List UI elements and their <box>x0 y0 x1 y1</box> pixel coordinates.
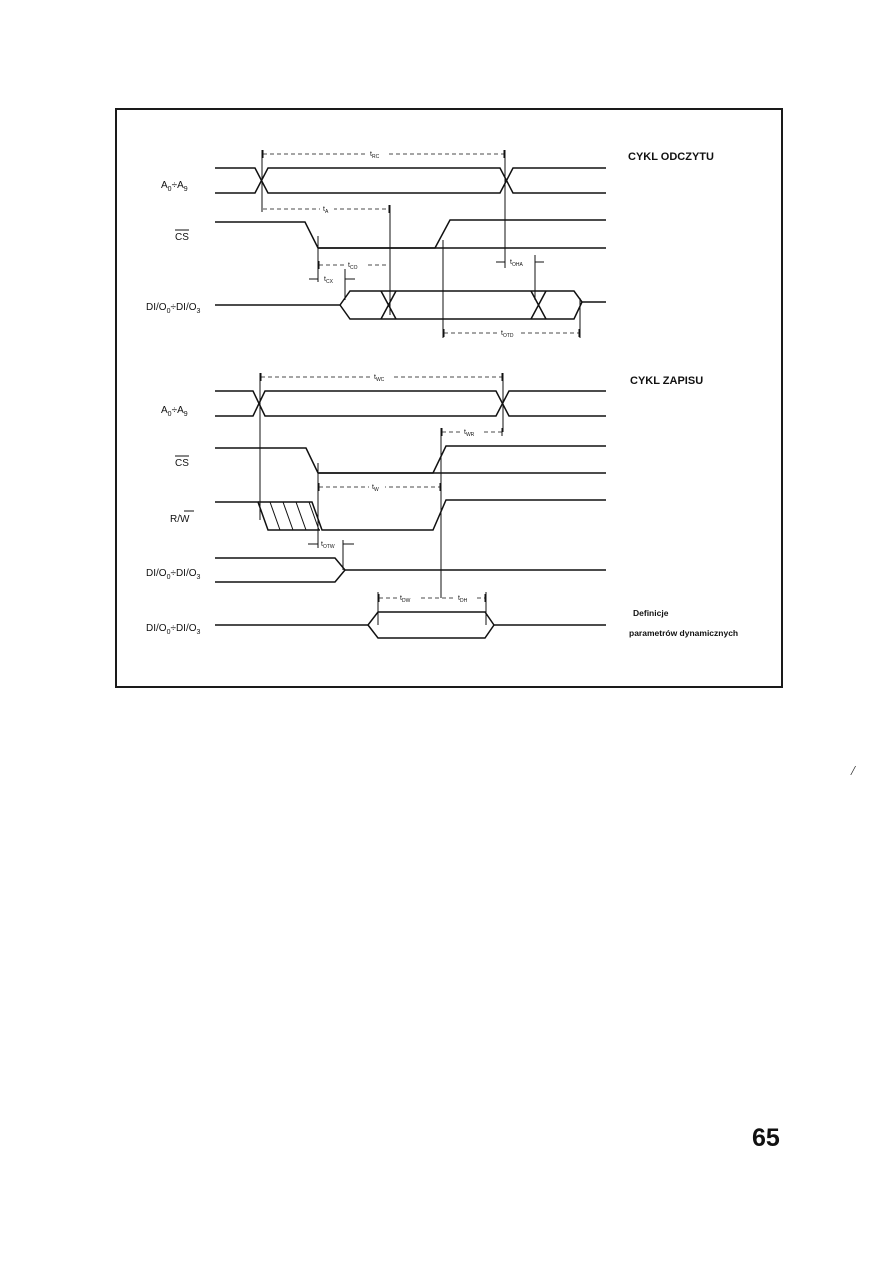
write-data-in-label: DI/O0÷DI/O3 <box>146 623 201 636</box>
t-wc-dimension: tWC <box>260 371 503 383</box>
t-oha-dimension: tOHA <box>496 259 544 268</box>
write-rw-waveform <box>215 499 606 531</box>
write-data-out-label: DI/O0÷DI/O3 <box>146 568 201 581</box>
caption-line-1: Definicje <box>633 608 669 618</box>
t-cx-dimension: tCX <box>309 276 355 285</box>
t-otd-label: tOTD <box>501 330 514 339</box>
t-rc-label: tRC <box>370 151 380 160</box>
t-co-dimension: tCO <box>318 259 389 271</box>
t-wr-label: tWR <box>464 429 475 438</box>
write-data-out-waveform <box>215 557 606 583</box>
t-otw-label: tOTW <box>321 541 335 550</box>
write-reference-lines <box>259 373 504 625</box>
t-co-label: tCO <box>348 262 358 271</box>
read-address-label: A0÷A9 <box>161 180 188 193</box>
t-a-dimension: tA <box>263 203 390 215</box>
write-address-waveform <box>215 390 606 417</box>
read-reference-lines <box>261 150 581 338</box>
write-rw-label: R/W <box>170 514 190 525</box>
page-number: 65 <box>752 1124 780 1152</box>
write-cs-label: CS <box>175 458 189 469</box>
write-cs-waveform <box>215 445 606 474</box>
t-dw-dimension: tDW <box>378 592 440 604</box>
t-oha-label: tOHA <box>510 259 523 268</box>
t-wc-label: tWC <box>374 374 385 383</box>
t-w-label: tW <box>372 484 379 493</box>
write-data-in-waveform <box>215 611 606 639</box>
read-data-label: DI/O0÷DI/O3 <box>146 302 201 315</box>
read-cycle-title: CYKL ODCZYTU <box>628 151 714 163</box>
write-cycle-title: CYKL ZAPISU <box>630 375 703 387</box>
t-otw-dimension: tOTW <box>308 541 354 550</box>
t-a-label: tA <box>323 206 329 215</box>
read-data-waveform <box>215 290 606 320</box>
t-cx-label: tCX <box>324 276 334 285</box>
t-otd-dimension: tOTD <box>443 327 580 339</box>
diagram-frame <box>115 108 783 688</box>
t-dh-dimension: tDH <box>442 592 486 604</box>
read-cs-label: CS <box>175 232 189 243</box>
t-dh-label: tDH <box>458 595 468 604</box>
t-wr-dimension: tWR <box>441 426 503 438</box>
t-dw-label: tDW <box>400 595 411 604</box>
write-address-label: A0÷A9 <box>161 405 188 418</box>
caption-line-2: parametrów dynamicznych <box>629 628 738 638</box>
t-w-dimension: tW <box>318 481 441 493</box>
t-rc-dimension: tRC <box>262 148 505 160</box>
read-cs-waveform <box>215 219 606 249</box>
read-address-waveform <box>215 167 606 194</box>
margin-mark: / <box>851 764 855 779</box>
